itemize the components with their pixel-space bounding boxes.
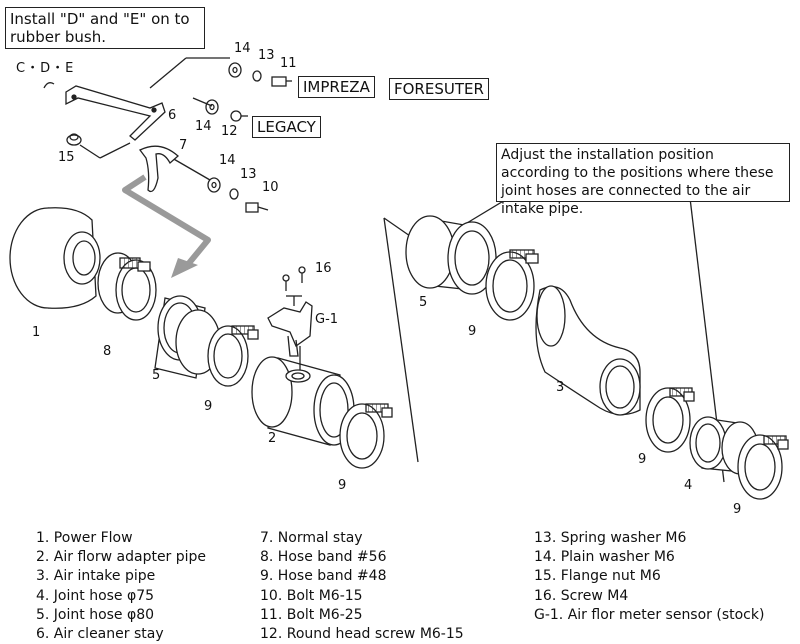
leader-line — [79, 144, 101, 159]
callout-8: 8 — [103, 344, 112, 359]
assembly-arrow — [122, 174, 211, 270]
callout-9d: 9 — [638, 452, 647, 467]
callout-3: 3 — [556, 380, 565, 395]
callout-10: 10 — [262, 180, 279, 195]
callout-7: 7 — [179, 138, 188, 153]
callout-5a: 5 — [152, 368, 161, 383]
group-bracket — [383, 217, 411, 237]
air-intake-pipe — [535, 285, 641, 416]
leader-line — [192, 97, 213, 107]
hose-band-48-center — [339, 403, 393, 469]
hose-band-48-right-middle — [645, 387, 695, 453]
legend-item: 14. Plain washer M6 — [534, 549, 675, 566]
screw-m4 — [282, 266, 306, 291]
legacy-label: LEGACY — [252, 116, 321, 138]
power-flow-filter — [9, 207, 101, 309]
legend-col-2: 7. Normal stay 8. Hose band #56 9. Hose … — [260, 529, 464, 644]
legend-col-3: 13. Spring washer M6 14. Plain washer M6… — [534, 529, 764, 625]
callout-13a: 13 — [258, 48, 275, 63]
spring-washer-13b — [229, 188, 239, 200]
callout-16: 16 — [315, 261, 332, 276]
adjust-note: Adjust the installation position accordi… — [496, 143, 790, 217]
legend-item: 16. Screw M4 — [534, 587, 629, 604]
joint-hose-80-right — [405, 215, 497, 295]
leader-line — [149, 57, 187, 89]
hose-band-48-right-upper — [485, 249, 539, 321]
assembly-arrowhead — [171, 258, 198, 278]
callout-9e: 9 — [733, 502, 742, 517]
legend-item: 15. Flange nut M6 — [534, 568, 661, 585]
legend-item: G-1. Air flor meter sensor (stock) — [534, 606, 765, 623]
legend-item: 1. Power Flow — [36, 530, 133, 546]
callout-2: 2 — [268, 431, 277, 446]
plain-washer-14c — [207, 177, 221, 193]
leader-line — [171, 157, 211, 181]
legend-item: 2. Air florw adapter pipe — [36, 549, 207, 566]
legend-col-1: 1. Power Flow 2. Air florw adapter pipe … — [36, 529, 206, 644]
legend-item: 4. Joint hose φ75 — [36, 587, 155, 604]
callout-14a: 14 — [234, 41, 251, 56]
callout-1: 1 — [32, 325, 41, 340]
air-cleaner-stay — [43, 82, 166, 141]
impreza-label: IMPREZA — [298, 76, 375, 98]
legend-item: 5. Joint hose φ80 — [36, 606, 155, 623]
callout-9a: 9 — [204, 399, 213, 414]
callout-13b: 13 — [240, 167, 257, 182]
callout-9b: 9 — [338, 478, 347, 493]
legend-item: 9. Hose band #48 — [260, 568, 387, 585]
callout-4: 4 — [684, 478, 693, 493]
callout-11: 11 — [280, 56, 297, 71]
hose-band-48-left — [207, 325, 259, 387]
callout-14c: 14 — [219, 153, 236, 168]
legend-item: 8. Hose band #56 — [260, 549, 387, 566]
legend-item: 6. Air cleaner stay — [36, 626, 164, 643]
leader-line — [99, 142, 131, 159]
legend-item: 13. Spring washer M6 — [534, 530, 687, 546]
plain-washer-14a — [228, 62, 242, 78]
foresuter-label: FORESUTER — [389, 78, 489, 100]
cde-label: C・D・E — [16, 61, 75, 76]
round-head-screw-12 — [230, 110, 248, 122]
callout-15: 15 — [58, 150, 75, 165]
plain-washer-14b — [205, 99, 219, 115]
legend-item: 11. Bolt M6-25 — [260, 606, 363, 623]
bolt-11 — [271, 76, 292, 87]
bolt-10 — [245, 202, 269, 213]
group-bracket — [383, 217, 419, 463]
normal-stay — [139, 145, 179, 193]
hose-band-48-right-lower — [737, 434, 789, 500]
spring-washer-13a — [252, 70, 262, 82]
callout-9c: 9 — [468, 324, 477, 339]
callout-12: 12 — [221, 124, 238, 139]
legend-item: 7. Normal stay — [260, 530, 363, 546]
legend-item: 12. Round head screw M6-15 — [260, 626, 464, 643]
hose-band-56 — [97, 252, 157, 321]
callout-g1: G-1 — [315, 312, 339, 327]
install-note: Install "D" and "E" on to rubber bush. — [5, 7, 205, 49]
callout-14b: 14 — [195, 119, 212, 134]
legend-item: 3. Air intake pipe — [36, 568, 156, 585]
flange-nut — [66, 133, 82, 146]
legend-item: 10. Bolt M6-15 — [260, 587, 363, 604]
air-flow-meter-sensor — [267, 295, 313, 370]
callout-6: 6 — [168, 108, 177, 123]
callout-5b: 5 — [419, 295, 428, 310]
